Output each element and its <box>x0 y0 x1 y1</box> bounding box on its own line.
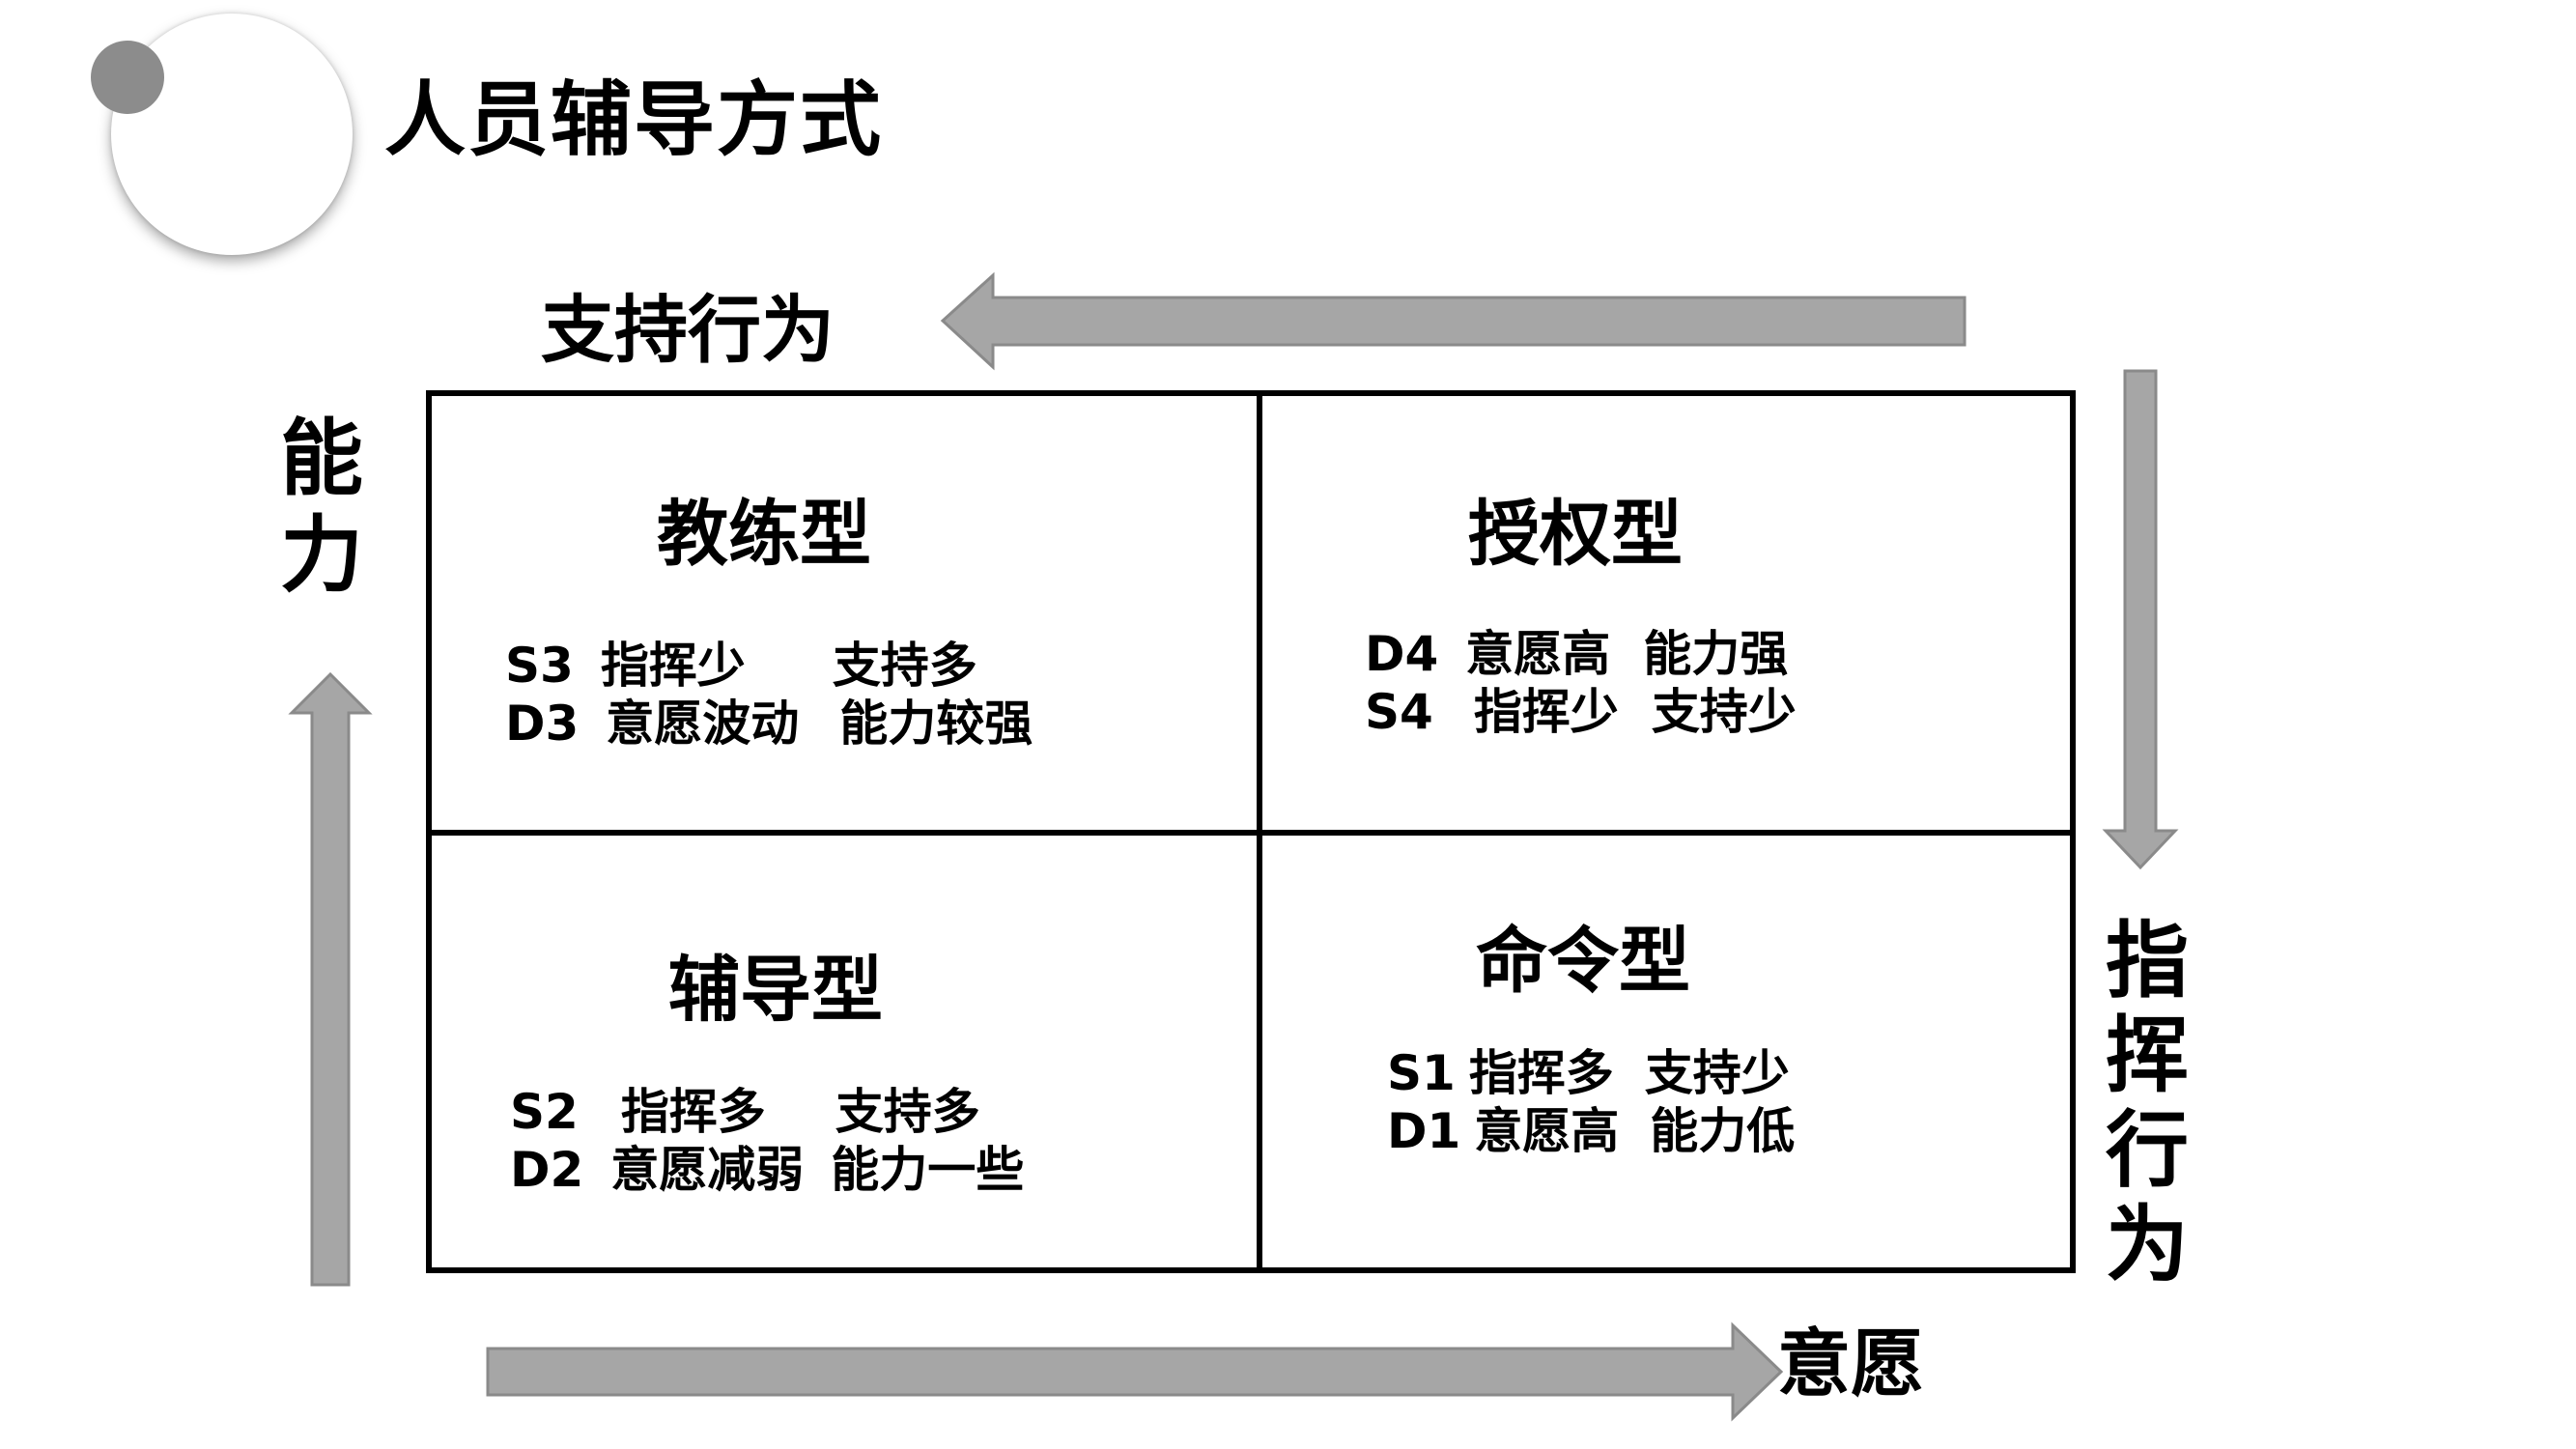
development-code: D3 <box>505 696 580 752</box>
willingness-arrow-right <box>486 1321 1784 1422</box>
development-code: D4 <box>1365 626 1439 682</box>
axis-label-willingness: 意愿 <box>1777 1321 1924 1406</box>
style-code: S4 <box>1365 684 1433 740</box>
support-level: 支持多 <box>835 1084 980 1140</box>
style-code: S3 <box>505 638 574 694</box>
ability-arrow-up <box>288 671 373 1287</box>
axis-label-directive: 指 挥 行 为 <box>2106 920 2189 1298</box>
style-code: S2 <box>510 1084 579 1140</box>
axis-label-directive-char: 指 <box>2106 913 2189 1009</box>
quadrant-title-delegating: 授权型 <box>1468 493 1683 576</box>
support-level: 支持少 <box>1651 684 1797 740</box>
axis-label-directive-char: 挥 <box>2106 1008 2189 1104</box>
willingness-level: 意愿高 <box>1474 1103 1620 1159</box>
development-code: D2 <box>510 1142 584 1198</box>
willingness-level: 意愿波动 <box>606 696 800 752</box>
support-level: 支持多 <box>832 638 977 694</box>
grid-divider-vertical <box>1257 390 1262 1273</box>
axis-label-ability: 能 力 <box>280 417 363 597</box>
development-code: D1 <box>1387 1103 1461 1159</box>
grid-divider-horizontal <box>426 830 2076 836</box>
support-arrow-left <box>940 271 1967 371</box>
ability-level: 能力强 <box>1643 626 1789 682</box>
ability-level: 能力低 <box>1650 1103 1796 1159</box>
willingness-level: 意愿减弱 <box>610 1142 805 1198</box>
directive-level: 指挥多 <box>1468 1045 1614 1101</box>
axis-label-directive-char: 行 <box>2106 1102 2189 1199</box>
quadrant-title-supporting: 辅导型 <box>668 949 883 1032</box>
ability-level: 能力一些 <box>831 1142 1025 1198</box>
quadrant-title-coaching: 教练型 <box>657 493 871 576</box>
page-title: 人员辅导方式 <box>384 72 884 167</box>
axis-label-directive-char: 为 <box>2106 1197 2189 1293</box>
directive-arrow-down <box>2102 369 2179 870</box>
directive-level: 指挥少 <box>600 638 746 694</box>
axis-label-ability-char: 力 <box>280 507 363 604</box>
directive-level: 指挥多 <box>620 1084 766 1140</box>
decorative-dot <box>91 41 164 114</box>
axis-label-ability-char: 能 <box>280 411 363 507</box>
ability-level: 能力较强 <box>839 696 1033 752</box>
directive-level: 指挥少 <box>1473 684 1619 740</box>
willingness-level: 意愿高 <box>1465 626 1611 682</box>
quadrant-title-directing: 命令型 <box>1476 920 1690 1003</box>
axis-label-support: 支持行为 <box>541 287 835 373</box>
support-level: 支持少 <box>1644 1045 1790 1101</box>
style-code: S1 <box>1387 1045 1456 1101</box>
